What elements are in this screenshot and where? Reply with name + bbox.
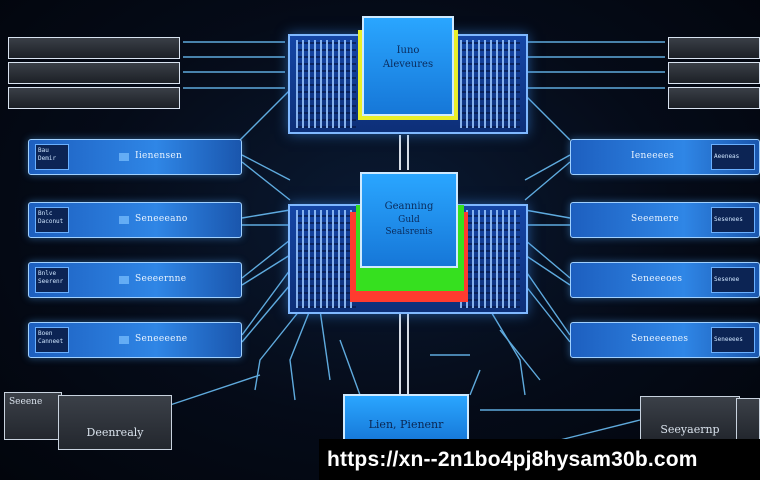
top-right-bar-1 — [668, 37, 760, 59]
bottom-left-box: Deenrealy — [58, 395, 172, 450]
left-module-1-label: Iienensen — [135, 151, 183, 161]
top-chip-screen: Iuno Aleveures — [362, 16, 454, 116]
right-module-1-tag: Aeeneas — [711, 144, 755, 170]
bottom-left-small-label: Seeene — [9, 397, 43, 407]
top-left-bar-3 — [8, 87, 180, 109]
right-module-3-label: Seneeeoes — [631, 274, 683, 284]
top-right-bar-2 — [668, 62, 760, 84]
left-module-4-tag: Boen Canneet — [35, 327, 69, 353]
watermark-url: https://xn--2n1bo4pj8hysam30b.com — [319, 439, 760, 480]
bottom-center-label: Lien, Pienenr — [368, 418, 444, 431]
bottom-left-small-box: Seeene — [4, 392, 62, 440]
left-module-3-label: Seeeernne — [135, 274, 187, 284]
bottom-center-module: Lien, Pienenr — [343, 394, 469, 444]
right-module-3-tag: Sesenee — [711, 267, 755, 293]
left-module-2: Bnlc Daconut Seneeeano — [28, 202, 242, 238]
main-chip-line2: Guld — [398, 215, 420, 225]
top-chip-line2: Aleveures — [382, 59, 434, 70]
right-module-2: Seeemere Sesenees — [570, 202, 760, 238]
bottom-right-box: Seeyaernp — [640, 396, 740, 440]
left-module-1-indicator — [119, 153, 129, 161]
bottom-right-side-box — [736, 398, 760, 440]
left-module-2-indicator — [119, 216, 129, 224]
right-module-1: Ieneeees Aeeneas — [570, 139, 760, 175]
left-module-1: Bau Demir Iienensen — [28, 139, 242, 175]
left-module-4: Boen Canneet Seneeeene — [28, 322, 242, 358]
main-chip-right-pins — [460, 210, 520, 308]
left-module-2-tag: Bnlc Daconut — [35, 207, 69, 233]
right-module-3: Seneeeoes Sesenee — [570, 262, 760, 298]
left-module-1-tag: Bau Demir — [35, 144, 69, 170]
left-module-4-indicator — [119, 336, 129, 344]
left-module-2-label: Seneeeano — [135, 214, 188, 224]
main-chip-line3: Sealsrenis — [385, 227, 433, 237]
main-chip-left-pins — [296, 210, 356, 308]
left-module-3-tag: Bnlve Seerenr — [35, 267, 69, 293]
right-module-4-tag: Seneeees — [711, 327, 755, 353]
right-module-2-tag: Sesenees — [711, 207, 755, 233]
bottom-right-label: Seeyaernp — [660, 423, 720, 436]
top-chip-right-pins — [460, 40, 520, 128]
right-module-2-label: Seeemere — [631, 214, 680, 224]
left-module-4-label: Seneeeene — [135, 334, 188, 344]
right-module-1-label: Ieneeees — [631, 151, 675, 161]
top-right-bar-3 — [668, 87, 760, 109]
left-module-3: Bnlve Seerenr Seeeernne — [28, 262, 242, 298]
main-chip-screen: Geanning Guld Sealsrenis — [360, 172, 458, 268]
top-chip-line1: Iuno — [396, 45, 420, 56]
top-chip-left-pins — [296, 40, 356, 128]
main-chip-line1: Geanning — [384, 201, 434, 212]
left-module-3-indicator — [119, 276, 129, 284]
bottom-left-label: Deenrealy — [86, 426, 144, 439]
top-left-bar-2 — [8, 62, 180, 84]
top-left-bar-1 — [8, 37, 180, 59]
right-module-4-label: Seneeeenes — [631, 334, 689, 344]
right-module-4: Seneeeenes Seneeees — [570, 322, 760, 358]
